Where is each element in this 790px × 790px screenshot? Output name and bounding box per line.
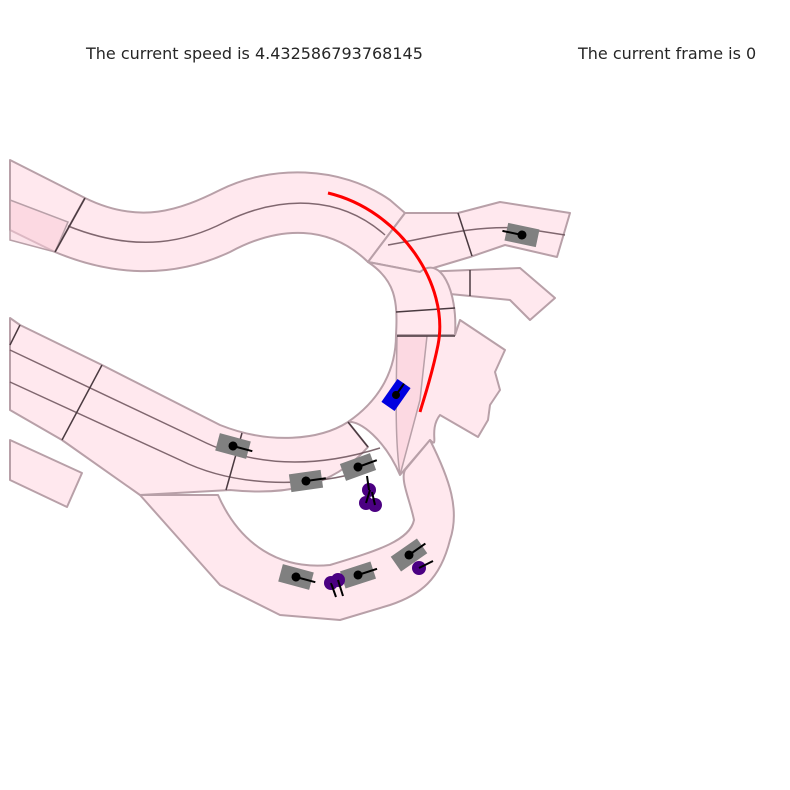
speed-readout: The current speed is 4.432586793768145 <box>86 44 423 63</box>
vehicle <box>390 538 428 572</box>
road-right-shade <box>395 335 428 476</box>
pedestrian <box>331 573 345 597</box>
planned-path <box>327 191 442 413</box>
vehicle <box>339 453 378 481</box>
vehicle <box>215 433 253 459</box>
vehicle <box>288 469 326 493</box>
road-right-lower <box>347 319 506 476</box>
vehicle <box>340 561 378 589</box>
road-upper-arc <box>54 171 406 273</box>
road-right-curve <box>367 261 457 336</box>
road-lower-loop <box>139 439 455 621</box>
vehicle <box>278 564 316 590</box>
road-bottom-left <box>9 439 83 508</box>
ego-vehicle <box>381 378 411 412</box>
pedestrian <box>368 491 382 512</box>
vehicle <box>502 222 540 248</box>
road-lower-diagonal <box>9 317 369 496</box>
frame-readout: The current frame is 0 <box>578 44 757 63</box>
pedestrian <box>412 560 434 575</box>
